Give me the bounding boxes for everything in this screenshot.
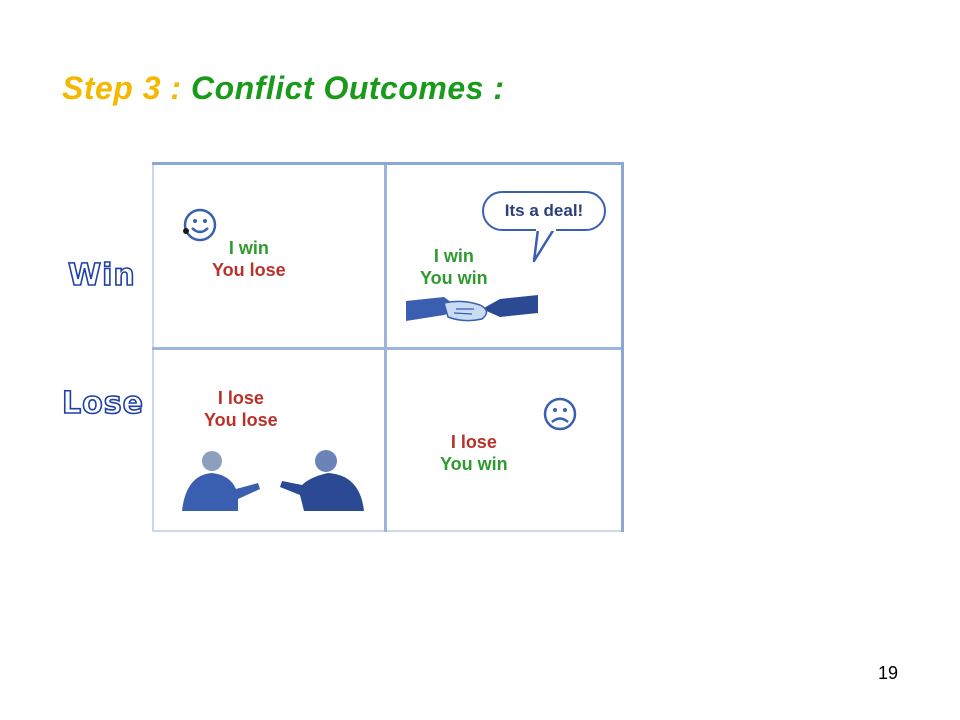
cell-win-win-line2: You win <box>420 267 488 289</box>
cell-win-lose-line2: You lose <box>212 259 286 281</box>
cell-lose-lose-line2: You lose <box>204 409 278 431</box>
cell-win-win-text: I win You win <box>420 245 488 289</box>
title-step: Step 3 : <box>62 70 182 106</box>
page-number: 19 <box>878 663 898 684</box>
arguing-people-icon <box>178 449 368 513</box>
slide-title: Step 3 : Conflict Outcomes : <box>62 70 504 107</box>
lose-axis-label: Lose <box>62 386 144 421</box>
cell-lose-win-line2: You win <box>440 453 508 475</box>
cell-win-lose-text: I win You lose <box>212 237 286 281</box>
cell-lose-win-text: I lose You win <box>440 431 508 475</box>
outcome-matrix: I win You lose Its a deal! I win You win… <box>152 162 624 532</box>
matrix-horizontal-divider <box>152 347 621 350</box>
cell-win-lose-line1: I win <box>212 237 286 259</box>
cell-lose-lose-line1: I lose <box>204 387 278 409</box>
cell-lose-win-line1: I lose <box>440 431 508 453</box>
sad-face-icon <box>540 395 580 433</box>
handshake-icon <box>404 291 540 335</box>
cell-win-win-line1: I win <box>420 245 488 267</box>
title-topic: Conflict Outcomes : <box>191 70 505 106</box>
cell-lose-lose-text: I lose You lose <box>204 387 278 431</box>
speech-bubble-tail-icon <box>532 227 572 263</box>
win-axis-label: Win <box>68 258 136 293</box>
speech-bubble: Its a deal! <box>482 191 606 231</box>
